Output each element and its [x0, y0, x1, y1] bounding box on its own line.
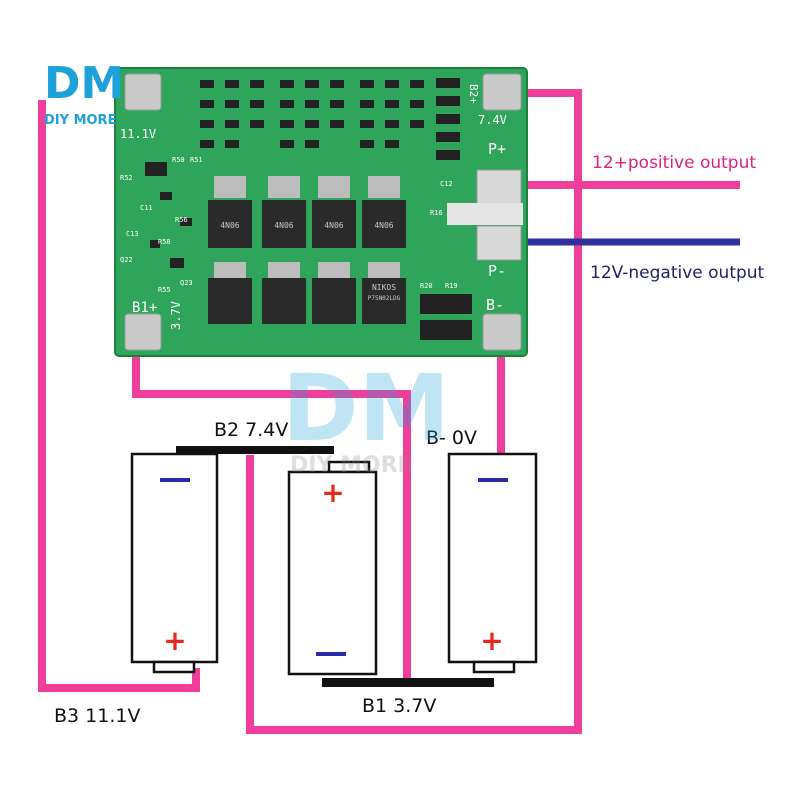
positive-output-label: 12+positive output	[592, 153, 756, 173]
diymore-watermark: DM DIY MORE	[282, 355, 450, 478]
minus-terminal-mark	[478, 478, 508, 482]
pad-b1	[124, 313, 162, 351]
minus-terminal-mark	[316, 652, 346, 656]
silk-label: R58	[158, 238, 171, 246]
pink-wires	[38, 89, 740, 734]
silk-label: R56	[175, 216, 188, 224]
b1-voltage-label: B1 3.7V	[362, 695, 436, 717]
battery-cell-2: +	[287, 460, 378, 676]
silk-label: R20	[420, 282, 433, 290]
diymore-logo: DM DIY MORE	[44, 58, 124, 128]
silk-label: C13	[126, 230, 139, 238]
b2-connector-bar	[176, 446, 334, 454]
pcb-board: 4N06 4N06 4N06 4N06 NIKOS P75N02LDG P+ P…	[114, 67, 528, 357]
watermark-text: DIY MORE	[290, 453, 413, 478]
silk-b-minus: B-	[486, 296, 504, 314]
logo-text: DIY MORE	[44, 113, 116, 128]
silk-label: R16	[430, 209, 443, 217]
silk-label: R50	[172, 156, 185, 164]
pad-p-plus	[476, 169, 522, 205]
silk-label: R19	[445, 282, 458, 290]
b1-connector-bar	[322, 678, 494, 687]
mosfet-row-top: 4N06 4N06 4N06 4N06	[208, 176, 406, 248]
silk-7v4: 7.4V	[478, 113, 507, 127]
mosfet-label: 4N06	[324, 221, 343, 230]
mosfet-label: 4N06	[374, 221, 393, 230]
b3-wire	[38, 100, 200, 692]
mosfet-label: 4N06	[220, 221, 239, 230]
logo-mark: DM	[44, 58, 124, 109]
negative-output-label: 12V-negative output	[590, 263, 765, 283]
silk-p-minus: P-	[488, 262, 506, 280]
silk-label: R51	[190, 156, 203, 164]
mosfet-label: 4N06	[274, 221, 293, 230]
silk-label: C12	[440, 180, 453, 188]
battery-cell-3: +	[447, 452, 538, 674]
pad-p-minus	[476, 225, 522, 261]
chip-label: NIKOS	[372, 283, 396, 292]
plus-terminal-mark: +	[163, 624, 186, 657]
b2-output-wire	[246, 89, 582, 734]
b3-voltage-label: B3 11.1V	[54, 705, 140, 727]
silk-11v1: 11.1V	[120, 127, 156, 141]
silk-label: Q22	[120, 256, 133, 264]
chip-label: P75N02LDG	[368, 295, 401, 302]
minus-terminal-mark	[160, 478, 190, 482]
watermark-mark: DM	[282, 355, 450, 462]
plus-terminal-mark: +	[480, 624, 503, 657]
silk-label: R55	[158, 286, 171, 294]
silk-label: C11	[140, 204, 153, 212]
plus-terminal-mark: +	[321, 476, 344, 509]
pad-b-minus	[482, 313, 522, 351]
silk-b1-plus: B1+	[132, 300, 157, 316]
silk-p-plus: P+	[488, 140, 506, 158]
battery-cell-1: +	[130, 452, 219, 674]
silk-label: Q23	[180, 279, 193, 287]
pad-b3	[124, 73, 162, 111]
pad-b2	[482, 73, 522, 111]
silk-b2-plus: B2+	[467, 84, 480, 104]
silk-label: R52	[120, 174, 133, 182]
b-minus-voltage-label: B- 0V	[426, 427, 477, 449]
b2-voltage-label: B2 7.4V	[214, 419, 288, 441]
mosfet-row-bottom: NIKOS P75N02LDG	[208, 262, 406, 324]
silk-3v7: 3.7V	[169, 301, 183, 330]
b1-wire	[132, 350, 411, 684]
